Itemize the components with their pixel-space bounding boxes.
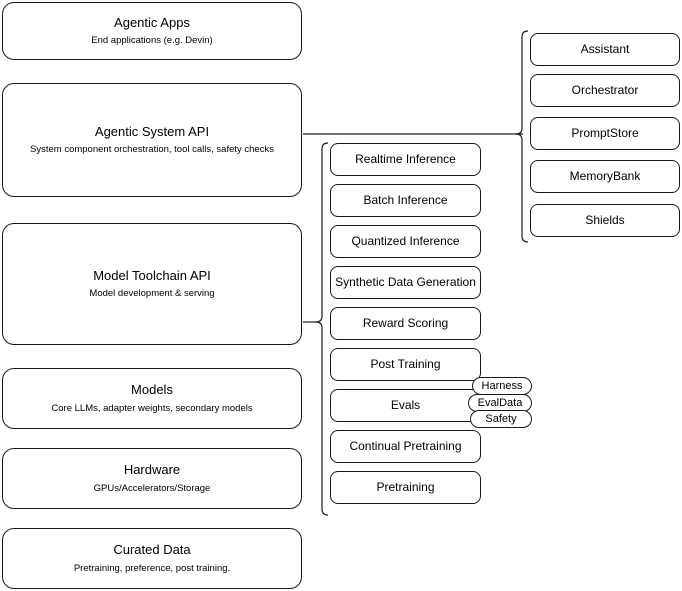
stack-layer-model-toolchain-api[interactable]: Model Toolchain API Model development & … (2, 223, 302, 345)
system-component-label: MemoryBank (569, 169, 641, 183)
capability-continual-pretraining[interactable]: Continual Pretraining (330, 430, 481, 463)
capability-label: Post Training (370, 357, 441, 371)
stack-layer-models[interactable]: Models Core LLMs, adapter weights, secon… (2, 368, 302, 429)
stack-layer-subtitle: GPUs/Accelerators/Storage (93, 482, 211, 494)
capability-label: Batch Inference (363, 193, 448, 207)
eval-subcomponent-label: Safety (485, 413, 517, 425)
stack-layer-subtitle: System component orchestration, tool cal… (30, 144, 274, 156)
stack-layer-title: Curated Data (113, 542, 191, 558)
stack-layer-subtitle: End applications (e.g. Devin) (91, 35, 213, 47)
capability-label: Reward Scoring (362, 316, 449, 330)
capability-label: Quantized Inference (351, 234, 460, 248)
stack-layer-title: Agentic Apps (114, 14, 190, 30)
capability-reward-scoring[interactable]: Reward Scoring (330, 307, 481, 340)
stack-layer-subtitle: Core LLMs, adapter weights, secondary mo… (51, 402, 253, 414)
system-component-assistant[interactable]: Assistant (530, 33, 680, 66)
system-component-memorybank[interactable]: MemoryBank (530, 160, 680, 193)
system-component-label: Assistant (580, 42, 630, 56)
stack-layer-agentic-apps[interactable]: Agentic Apps End applications (e.g. Devi… (2, 2, 302, 60)
capability-synthetic-data-generation[interactable]: Synthetic Data Generation (330, 266, 481, 299)
capability-quantized-inference[interactable]: Quantized Inference (330, 225, 481, 258)
stack-layer-subtitle: Model development & serving (89, 288, 215, 300)
eval-subcomponent-harness[interactable]: Harness (472, 377, 532, 395)
capability-label: Realtime Inference (355, 152, 456, 166)
stack-layer-title: Hardware (123, 462, 181, 478)
stack-layer-title: Agentic System API (94, 123, 210, 139)
eval-subcomponent-label: Harness (481, 380, 523, 392)
capability-label: Evals (390, 398, 421, 412)
capability-label: Synthetic Data Generation (335, 275, 476, 289)
capability-batch-inference[interactable]: Batch Inference (330, 184, 481, 217)
stack-layer-title: Model Toolchain API (93, 267, 211, 283)
capability-evals[interactable]: Evals (330, 389, 481, 422)
stack-layer-agentic-system-api[interactable]: Agentic System API System component orch… (2, 83, 302, 197)
system-component-promptstore[interactable]: PromptStore (530, 117, 680, 150)
system-component-label: Orchestrator (571, 83, 639, 97)
stack-layer-curated-data[interactable]: Curated Data Pretraining, preference, po… (2, 528, 302, 589)
system-component-orchestrator[interactable]: Orchestrator (530, 74, 680, 107)
eval-subcomponent-safety[interactable]: Safety (470, 410, 532, 428)
capability-pretraining[interactable]: Pretraining (330, 471, 481, 504)
capability-label: Continual Pretraining (349, 439, 462, 453)
system-component-shields[interactable]: Shields (530, 204, 680, 237)
capability-label: Pretraining (376, 480, 435, 494)
brace-toolchain-capabilities (315, 142, 329, 516)
stack-layer-subtitle: Pretraining, preference, post training. (73, 562, 231, 574)
system-component-label: Shields (585, 213, 625, 227)
system-component-label: PromptStore (571, 126, 639, 140)
stack-layer-hardware[interactable]: Hardware GPUs/Accelerators/Storage (2, 448, 302, 509)
capability-post-training[interactable]: Post Training (330, 348, 481, 381)
brace-system-components (515, 30, 529, 243)
stack-layer-title: Models (131, 382, 173, 398)
eval-subcomponent-label: EvalData (477, 397, 523, 409)
capability-realtime-inference[interactable]: Realtime Inference (330, 143, 481, 176)
